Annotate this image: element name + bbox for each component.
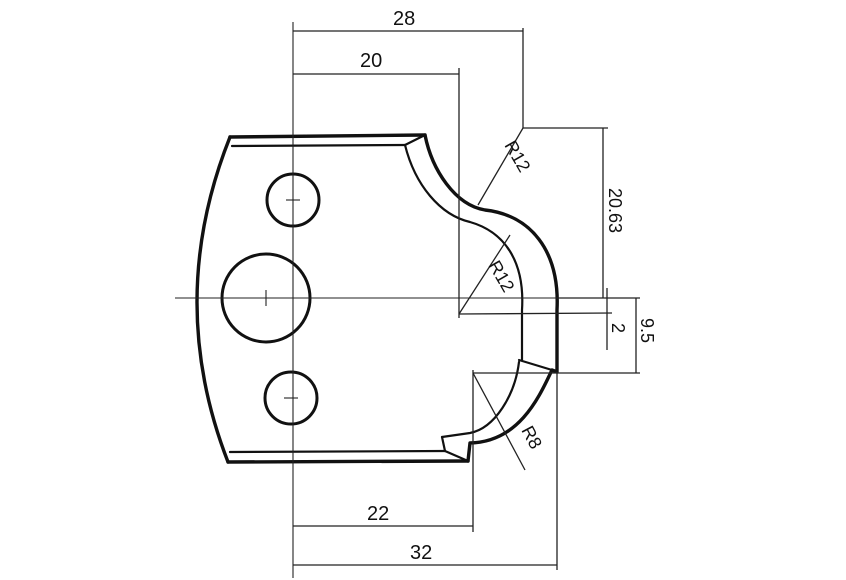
bottom-edge [226, 459, 470, 464]
dimension-28: 28 [293, 8, 524, 128]
dim-9-5-label: 9.5 [637, 318, 657, 343]
radius-r12-mid: R12 [458, 234, 519, 315]
r8-step-top [517, 358, 554, 372]
top-chamfer-line [230, 143, 407, 148]
radius-r12-top: R12 [477, 127, 608, 206]
left-curved-edge [195, 135, 232, 464]
part-profile [195, 133, 559, 464]
dim-22-label: 22 [367, 503, 389, 525]
dimension-20-63: 20.63 [602, 128, 625, 298]
r8-step-bottom [440, 435, 447, 453]
bottom-hole [263, 370, 319, 426]
center-lines [175, 22, 600, 578]
dim-20-63-label: 20.63 [605, 188, 625, 233]
dim-32-label: 32 [410, 542, 432, 564]
ext-2-line [458, 312, 613, 315]
r12-mid-leader [458, 234, 511, 315]
dim-28-label: 28 [393, 8, 415, 30]
r12-top-leader [477, 127, 524, 206]
r8-step-bottom-2 [443, 449, 470, 463]
r12-top-label: R12 [501, 137, 535, 176]
top-chamfer-corner [403, 133, 427, 147]
dimension-32: 32 [293, 372, 558, 570]
inner-chamfer-r12 [403, 143, 524, 362]
dim-20-label: 20 [360, 50, 382, 72]
top-edge [228, 133, 427, 139]
radius-r8: R8 [472, 372, 546, 471]
dimension-9-5: 9.5 [473, 297, 657, 374]
right-profile [423, 133, 559, 463]
r8-leader [472, 372, 526, 471]
bottom-chamfer-line [228, 449, 447, 454]
holes [220, 172, 321, 426]
dimension-22: 22 [293, 370, 474, 532]
r8-label: R8 [517, 422, 545, 452]
dim-2-label: 2 [608, 323, 628, 333]
dimension-20: 20 [293, 50, 460, 318]
r12-mid-label: R12 [485, 257, 519, 296]
